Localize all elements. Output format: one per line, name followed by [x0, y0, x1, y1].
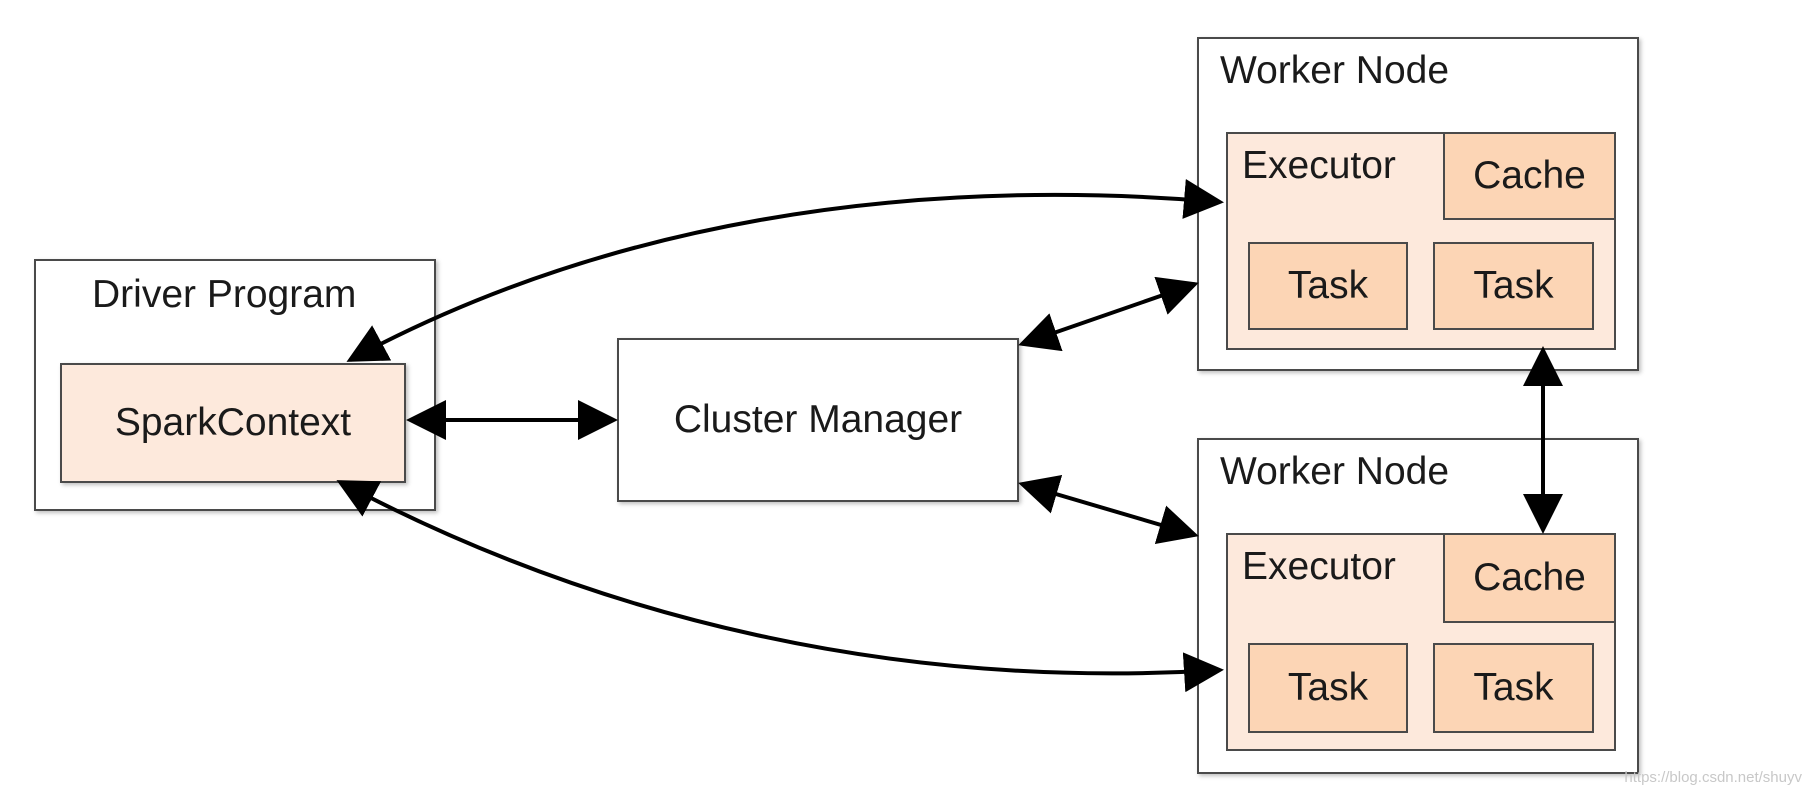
task-box: Task — [1248, 242, 1408, 330]
task-box: Task — [1433, 242, 1594, 330]
worker-node-title: Worker Node — [1220, 49, 1450, 92]
worker-node-title: Worker Node — [1220, 450, 1450, 493]
cluster-manager-box: Cluster Manager — [617, 338, 1019, 502]
cluster-manager-label: Cluster Manager — [673, 398, 963, 441]
cache-label: Cache — [1473, 154, 1586, 197]
arrow-spark-worker2 — [336, 480, 1224, 693]
arrow-cluster-worker1 — [1018, 276, 1199, 352]
worker-node-1: Worker Node Executor Cache Task Task — [1197, 37, 1639, 371]
cache-box: Cache — [1443, 132, 1616, 220]
cache-box: Cache — [1443, 533, 1616, 623]
task-label: Task — [1287, 666, 1369, 709]
task-label: Task — [1473, 264, 1554, 307]
spark-context-label: SparkContext — [114, 401, 352, 444]
spark-context-box: SparkContext — [60, 363, 406, 483]
task-box: Task — [1433, 643, 1594, 733]
executor-box: Executor Cache Task Task — [1226, 533, 1616, 751]
task-label: Task — [1287, 264, 1369, 307]
driver-program-title: Driver Program — [92, 273, 357, 316]
cache-label: Cache — [1473, 556, 1586, 599]
arrow-spark-worker1 — [346, 179, 1224, 362]
arrow-cluster-worker2 — [1018, 474, 1199, 545]
executor-box: Executor Cache Task Task — [1226, 132, 1616, 350]
watermark: https://blog.csdn.net/shuyv — [1624, 769, 1802, 786]
executor-label: Executor — [1242, 144, 1396, 187]
executor-label: Executor — [1242, 545, 1396, 588]
worker-node-2: Worker Node Executor Cache Task Task — [1197, 438, 1639, 774]
task-label: Task — [1473, 666, 1554, 709]
task-box: Task — [1248, 643, 1408, 733]
